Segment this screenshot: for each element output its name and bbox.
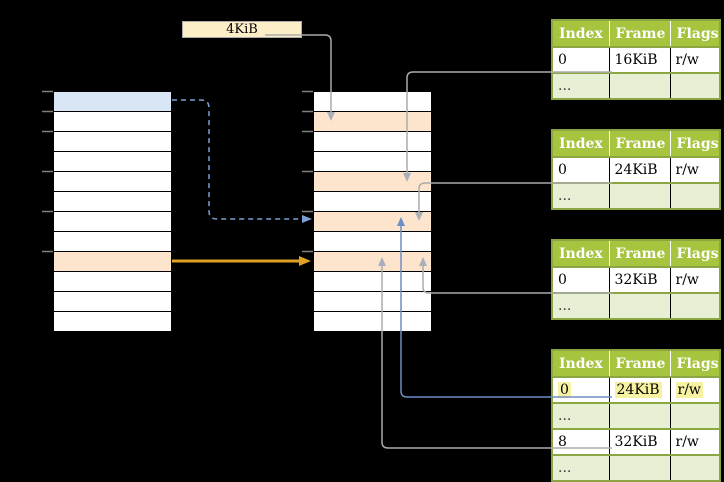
page-table-2-header-flags: Flags	[670, 130, 720, 158]
page-table-4-cell: ...	[552, 455, 610, 482]
virtual-memory-row-4	[54, 172, 171, 192]
page-table-1-cell	[670, 73, 720, 100]
physical-memory-row-9	[314, 272, 431, 292]
page-table-4-cell: ...	[552, 403, 610, 430]
virtual-memory-row-5	[54, 192, 171, 212]
page-table-4-cell: 32KiB	[609, 429, 671, 456]
virtual-memory-row-3	[54, 152, 171, 172]
page-table-4-header-flags: Flags	[670, 350, 720, 378]
arrow-virtual-to-physical-orange-icon	[172, 256, 311, 266]
page-table-1-cell: ...	[552, 73, 610, 100]
page-table-3-header-flags: Flags	[670, 240, 720, 268]
physical-memory-row-7	[314, 232, 431, 252]
page-table-2-cell	[670, 183, 720, 210]
page-table-3-row-1: ...	[552, 293, 720, 320]
page-table-3-cell: 0	[552, 267, 610, 294]
page-table-4-header-index: Index	[552, 350, 610, 378]
page-table-3-cell: ...	[552, 293, 610, 320]
arrow-virtual-to-physical-dashed-icon	[172, 99, 312, 223]
physical-memory-column	[313, 91, 432, 332]
page-table-2-cell: 24KiB	[609, 157, 671, 184]
page-table-3-header-index: Index	[552, 240, 610, 268]
page-table-2-row-1: ...	[552, 183, 720, 210]
virtual-memory-row-6	[54, 212, 171, 232]
page-table-1-cell: r/w	[670, 47, 720, 74]
page-table-1-cell: 0	[552, 47, 610, 74]
page-table-3-cell: r/w	[670, 267, 720, 294]
page-table-2-cell: 0	[552, 157, 610, 184]
page-table-1-header-frame: Frame	[609, 20, 671, 48]
page-table-4-header-frame: Frame	[609, 350, 671, 378]
virtual-memory-column	[53, 91, 172, 332]
physical-memory-ticks	[302, 90, 313, 253]
page-table-4-cell: r/w	[670, 429, 720, 456]
physical-memory-row-5	[314, 192, 431, 212]
page-table-2-header-index: Index	[552, 130, 610, 158]
page-table-1-header-index: Index	[552, 20, 610, 48]
page-table-4-row-1: ...	[552, 403, 720, 430]
physical-memory-row-6	[314, 212, 431, 232]
page-table-3-cell	[670, 293, 720, 320]
page-table-2-cell: ...	[552, 183, 610, 210]
virtual-memory-row-9	[54, 272, 171, 292]
physical-memory-row-11	[314, 312, 431, 331]
page-table-3-cell	[609, 293, 671, 320]
page-table-1-cell: 16KiB	[609, 47, 671, 74]
page-table-3-cell: 32KiB	[609, 267, 671, 294]
physical-memory-row-0	[314, 92, 431, 112]
virtual-memory-row-0	[54, 92, 171, 112]
virtual-memory-row-11	[54, 312, 171, 331]
page-table-4-cell	[670, 455, 720, 482]
virtual-memory-row-8	[54, 252, 171, 272]
physical-memory-row-3	[314, 152, 431, 172]
physical-memory-row-4	[314, 172, 431, 192]
page-table-3-header-frame: Frame	[609, 240, 671, 268]
physical-memory-row-10	[314, 292, 431, 312]
virtual-memory-row-2	[54, 132, 171, 152]
page-table-4-cell: 24KiB	[609, 377, 671, 404]
virtual-memory-row-10	[54, 292, 171, 312]
page-table-1-header-flags: Flags	[670, 20, 720, 48]
page-table-4-cell: 8	[552, 429, 610, 456]
page-table-4-cell: r/w	[670, 377, 720, 404]
page-table-4-row-3: ...	[552, 455, 720, 482]
page-table-4-cell	[670, 403, 720, 430]
virtual-memory-row-1	[54, 112, 171, 132]
page-table-2-cell: r/w	[670, 157, 720, 184]
page-table-2-header-frame: Frame	[609, 130, 671, 158]
page-table-2-cell	[609, 183, 671, 210]
page-table-4-cell	[609, 403, 671, 430]
page-table-4-cell: 0	[552, 377, 610, 404]
virtual-memory-ticks	[42, 90, 53, 253]
virtual-memory-row-7	[54, 232, 171, 252]
physical-memory-row-1	[314, 112, 431, 132]
page-table-4-cell	[609, 455, 671, 482]
page-size-label: 4KiB	[182, 21, 302, 38]
physical-memory-row-2	[314, 132, 431, 152]
physical-memory-row-8	[314, 252, 431, 272]
page-size-label-text: 4KiB	[226, 22, 258, 37]
page-table-1-row-1: ...	[552, 73, 720, 100]
page-table-1-cell	[609, 73, 671, 100]
